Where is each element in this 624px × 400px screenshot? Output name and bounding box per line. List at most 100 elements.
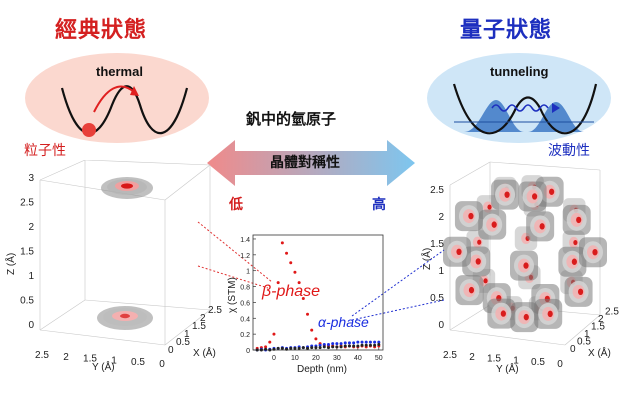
hydrogen-in-vanadium-title: 釩中的氫原子 [246,110,337,128]
chart-point-series-1 [347,341,351,345]
lower-wavepacket [97,306,153,330]
wavefunction-right-icon [528,102,584,132]
chart-point-series-2 [331,345,335,349]
low-label: 低 [229,197,243,213]
right-x-ticks: 00.511.522.5 [570,307,619,356]
chart-point-series-2 [285,347,289,351]
wavepacket-blob [526,211,555,242]
wavepacket-blob [534,298,563,329]
quantum-state-title: 量子狀態 [460,18,553,43]
wavepacket-blob [455,275,484,306]
chart-point-series-0 [297,281,301,285]
chart-point-series-2 [259,348,263,352]
tunneling-label: tunneling [490,64,549,79]
right-x-tick-label: 1 [584,329,590,340]
upper-wavepacket [101,177,153,199]
chart-point-series-1 [360,340,364,344]
chart-point-series-0 [293,270,297,274]
chart-point-series-0 [301,296,305,300]
right-x-tick-label: 2 [598,314,604,325]
chart-point-series-2 [272,347,276,351]
left-z-tick-label: 2 [28,222,34,233]
chart-point-series-1 [377,340,381,344]
thermal-oval [25,53,209,143]
chart-x-axis-label: Depth (nm) [297,364,347,375]
left-y-tick-label: 2.5 [35,350,49,361]
chart-point-series-2 [373,343,377,347]
right-z-tick-label: 1.5 [430,239,444,250]
alpha-connector-upper [351,249,445,317]
left-y-axis-label: Y (Å) [92,360,115,373]
chart-y-tick-label: 1.4 [240,237,250,244]
left-z-tick-label: 0.5 [20,296,34,307]
left-z-tick-label: 1.5 [20,247,34,258]
chart-y-axis-label: χ (STM) [227,277,238,313]
classical-state-title: 經典狀態 [55,18,148,43]
wavepacket-blob [564,276,593,307]
chart-point-series-0 [276,281,280,285]
left-z-ticks: 00.511.522.53 [20,173,34,331]
chart-point-series-2 [343,344,347,348]
chart-point-series-2 [264,347,268,351]
chart-y-tick-label: 0.6 [240,300,250,307]
left-y-tick-label: 0.5 [131,357,145,368]
chart-point-series-2 [339,345,343,349]
wavepacket-blob [510,250,539,281]
left-z-tick-label: 2.5 [20,198,34,209]
wave-nature-label: 波動性 [548,143,590,159]
wavepacket-blob [518,181,547,212]
left-z-axis-label: Z (Å) [4,253,17,275]
right-z-tick-label: 0.5 [430,293,444,304]
left-y-tick-label: 1 [111,355,117,366]
right-x-tick-label: 0.5 [577,337,591,348]
chart-point-series-2 [293,346,297,350]
alpha-phase-label: α-phase [318,314,369,330]
left-x-tick-label: 2 [200,313,206,324]
chart-x-tick-label: 0 [272,355,276,362]
chart-point-series-0 [272,332,276,336]
right-x-tick-label: 2.5 [605,307,619,318]
left-z-tick-label: 1 [28,271,34,282]
wavepacket-blob [478,209,507,240]
left-y-tick-label: 2 [63,352,69,363]
chart-point-series-2 [352,344,356,348]
left-3d-box [39,160,211,346]
chart-point-series-2 [306,346,310,350]
chart-point-series-2 [255,348,259,352]
beta-connector-lower [197,265,269,289]
double-well-curve-right [452,83,598,135]
tunneling-wave-icon [491,104,549,112]
thermal-label: thermal [96,64,143,79]
wavefunction-left-icon [464,100,524,132]
left-z-tick-label: 0 [28,320,34,331]
beta-phase-label: β-phase [262,283,321,300]
chart-point-series-1 [335,342,339,346]
chart-point-series-0 [264,345,268,349]
chart-point-series-1 [343,341,347,345]
chart-point-series-0 [314,337,318,341]
chart-point-series-0 [310,328,314,332]
thermal-hop-arrow-icon [93,85,135,113]
chart-point-series-0 [289,261,293,265]
chart-point-series-1 [322,342,326,346]
chart-point-series-1 [318,343,322,347]
wavepacket-blob [454,201,483,232]
left-x-tick-label: 1 [184,329,190,340]
chart-x-tick-label: 50 [375,355,383,362]
chart-y-tick-label: 1 [246,269,250,276]
chart-point-series-2 [368,343,372,347]
left-x-tick-label: 2.5 [208,305,222,316]
chart-y-tick-label: 0.8 [240,285,250,292]
chart-point-series-1 [326,342,330,346]
chart-point-series-0 [306,312,310,316]
chart-x-tick-label: 10 [291,355,299,362]
double-arrow-shape [207,140,415,186]
right-y-axis-label: Y (Å) [496,362,519,375]
wavepacket-blob [562,204,591,235]
left-x-tick-label: 1.5 [192,321,206,332]
particle-ball-icon [82,123,96,137]
chart-points [255,241,381,352]
